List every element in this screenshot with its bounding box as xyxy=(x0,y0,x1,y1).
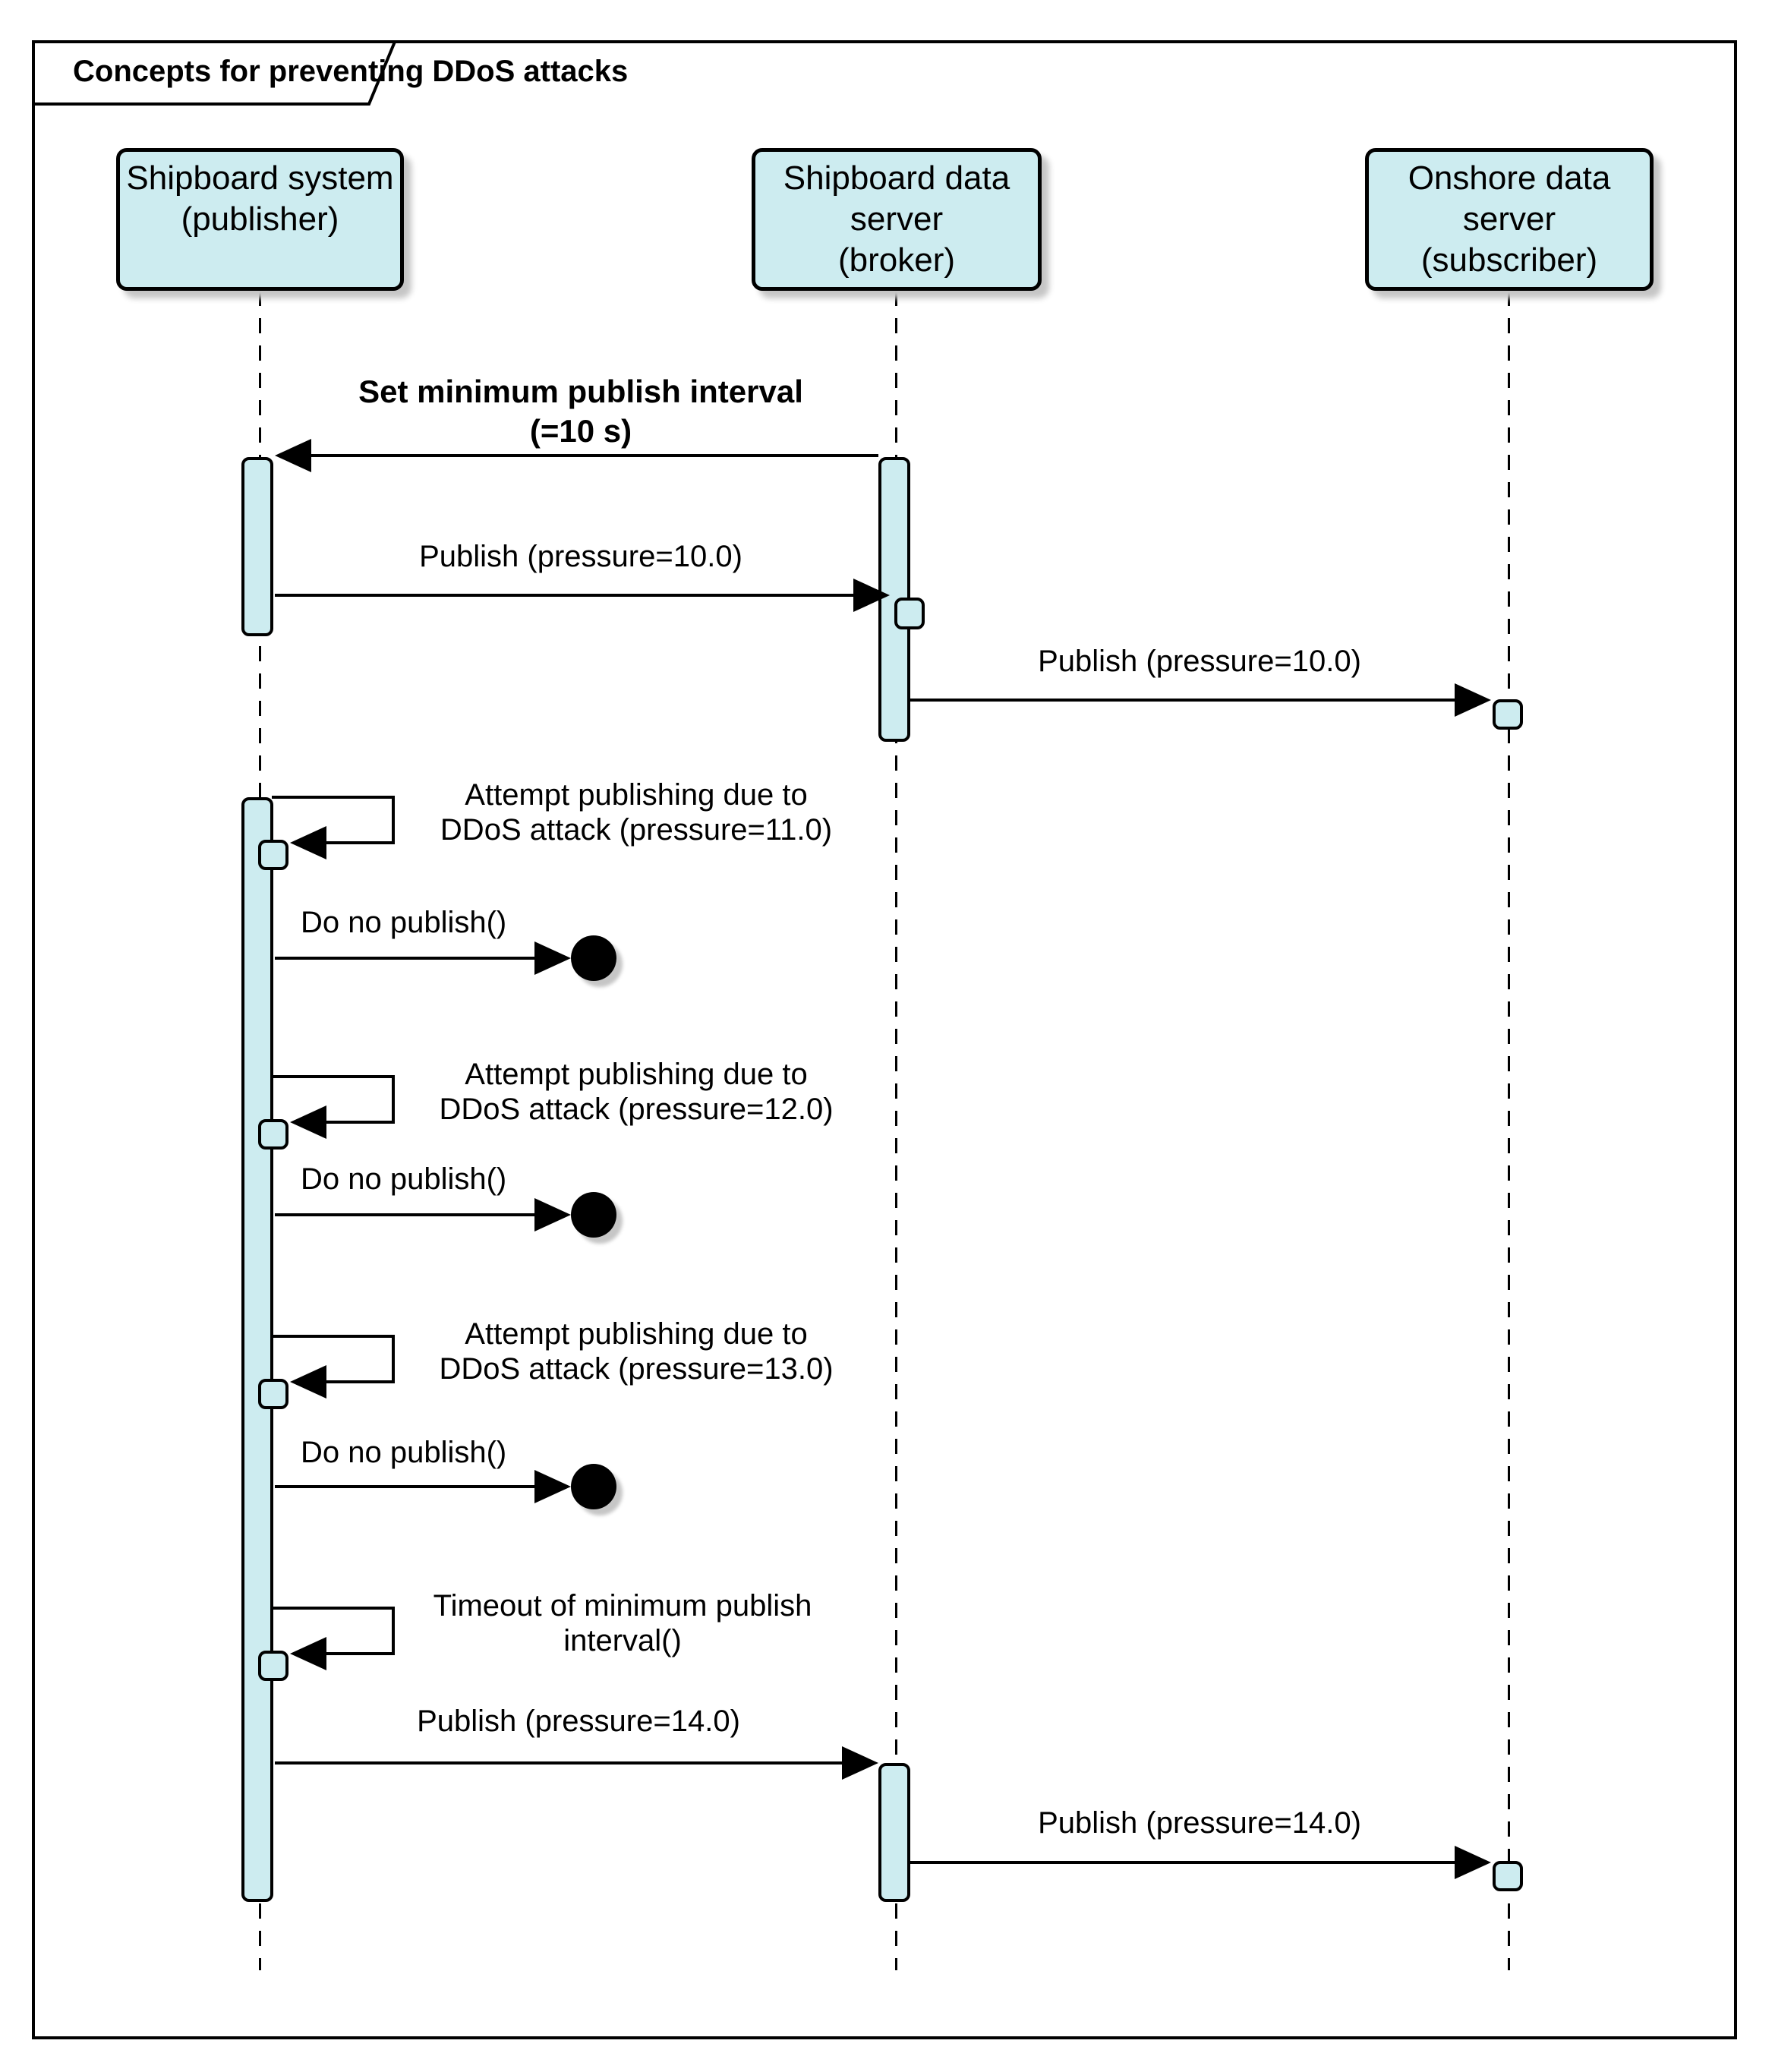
activation-publisher-nested-2 xyxy=(258,1119,288,1150)
arrowhead-left-icon xyxy=(290,1365,326,1399)
self-message-top-line xyxy=(272,1075,395,1078)
message-line xyxy=(275,1485,534,1488)
self-message-return-line xyxy=(326,841,395,844)
activation-broker-nested xyxy=(894,598,925,629)
message-label: Publish (pressure=10.0) xyxy=(419,540,742,573)
message-line xyxy=(275,1761,842,1765)
arrowhead-left-icon xyxy=(275,439,311,472)
diagram-title: Concepts for preventing DDoS attacks xyxy=(73,55,629,88)
message-label: Publish (pressure=10.0) xyxy=(1038,645,1361,678)
message-label: Publish (pressure=14.0) xyxy=(417,1705,740,1738)
frame-title-tab xyxy=(32,40,397,106)
lifeline-broker xyxy=(895,291,897,1970)
arrowhead-right-icon xyxy=(534,1470,571,1503)
message-label: Do no publish() xyxy=(301,906,507,939)
activation-subscriber-1 xyxy=(1493,699,1523,730)
activation-publisher-2 xyxy=(241,797,273,1902)
diagram-frame xyxy=(32,40,1737,2039)
message-label: Attempt publishing due to DDoS attack (p… xyxy=(439,1058,834,1126)
participant-broker: Shipboard data server (broker) xyxy=(752,148,1042,291)
lifeline-subscriber xyxy=(1508,291,1510,1970)
arrowhead-right-icon xyxy=(534,1198,571,1232)
activation-subscriber-2 xyxy=(1493,1861,1523,1891)
message-line xyxy=(310,454,878,457)
arrowhead-right-icon xyxy=(1455,1846,1491,1879)
activation-publisher-nested-1 xyxy=(258,840,288,870)
arrowhead-right-icon xyxy=(534,941,571,975)
message-line xyxy=(910,1861,1455,1864)
self-message-return-line xyxy=(326,1652,395,1655)
self-message-side-line xyxy=(392,1607,395,1655)
self-message-top-line xyxy=(272,1335,395,1338)
lost-message-circle-icon xyxy=(571,1192,616,1238)
message-line xyxy=(275,594,853,597)
arrowhead-right-icon xyxy=(842,1746,878,1780)
message-label: Do no publish() xyxy=(301,1436,507,1469)
self-message-return-line xyxy=(326,1380,395,1383)
message-line xyxy=(910,699,1455,702)
message-label: Publish (pressure=14.0) xyxy=(1038,1806,1361,1840)
activation-publisher-1 xyxy=(241,457,273,636)
message-line xyxy=(275,1213,534,1216)
message-label: Set minimum publish interval (=10 s) xyxy=(358,374,803,449)
self-message-return-line xyxy=(326,1121,395,1124)
arrowhead-right-icon xyxy=(1455,683,1491,717)
lost-message-circle-icon xyxy=(571,935,616,981)
self-message-side-line xyxy=(392,1335,395,1383)
arrowhead-left-icon xyxy=(290,826,326,859)
message-label: Attempt publishing due to DDoS attack (p… xyxy=(440,778,833,847)
arrowhead-left-icon xyxy=(290,1105,326,1139)
message-label: Attempt publishing due to DDoS attack (p… xyxy=(439,1317,834,1386)
message-label: Do no publish() xyxy=(301,1162,507,1196)
self-message-top-line xyxy=(272,1607,395,1610)
message-line xyxy=(275,957,534,960)
arrowhead-right-icon xyxy=(853,579,890,612)
activation-broker-2 xyxy=(878,1763,910,1902)
message-label: Timeout of minimum publish interval() xyxy=(433,1589,812,1657)
activation-publisher-nested-3 xyxy=(258,1379,288,1409)
activation-publisher-nested-4 xyxy=(258,1651,288,1681)
arrowhead-left-icon xyxy=(290,1637,326,1670)
self-message-side-line xyxy=(392,1075,395,1124)
self-message-side-line xyxy=(392,796,395,844)
participant-subscriber: Onshore data server (subscriber) xyxy=(1365,148,1654,291)
self-message-top-line xyxy=(272,796,395,799)
participant-publisher: Shipboard system (publisher) xyxy=(116,148,404,291)
lost-message-circle-icon xyxy=(571,1464,616,1509)
